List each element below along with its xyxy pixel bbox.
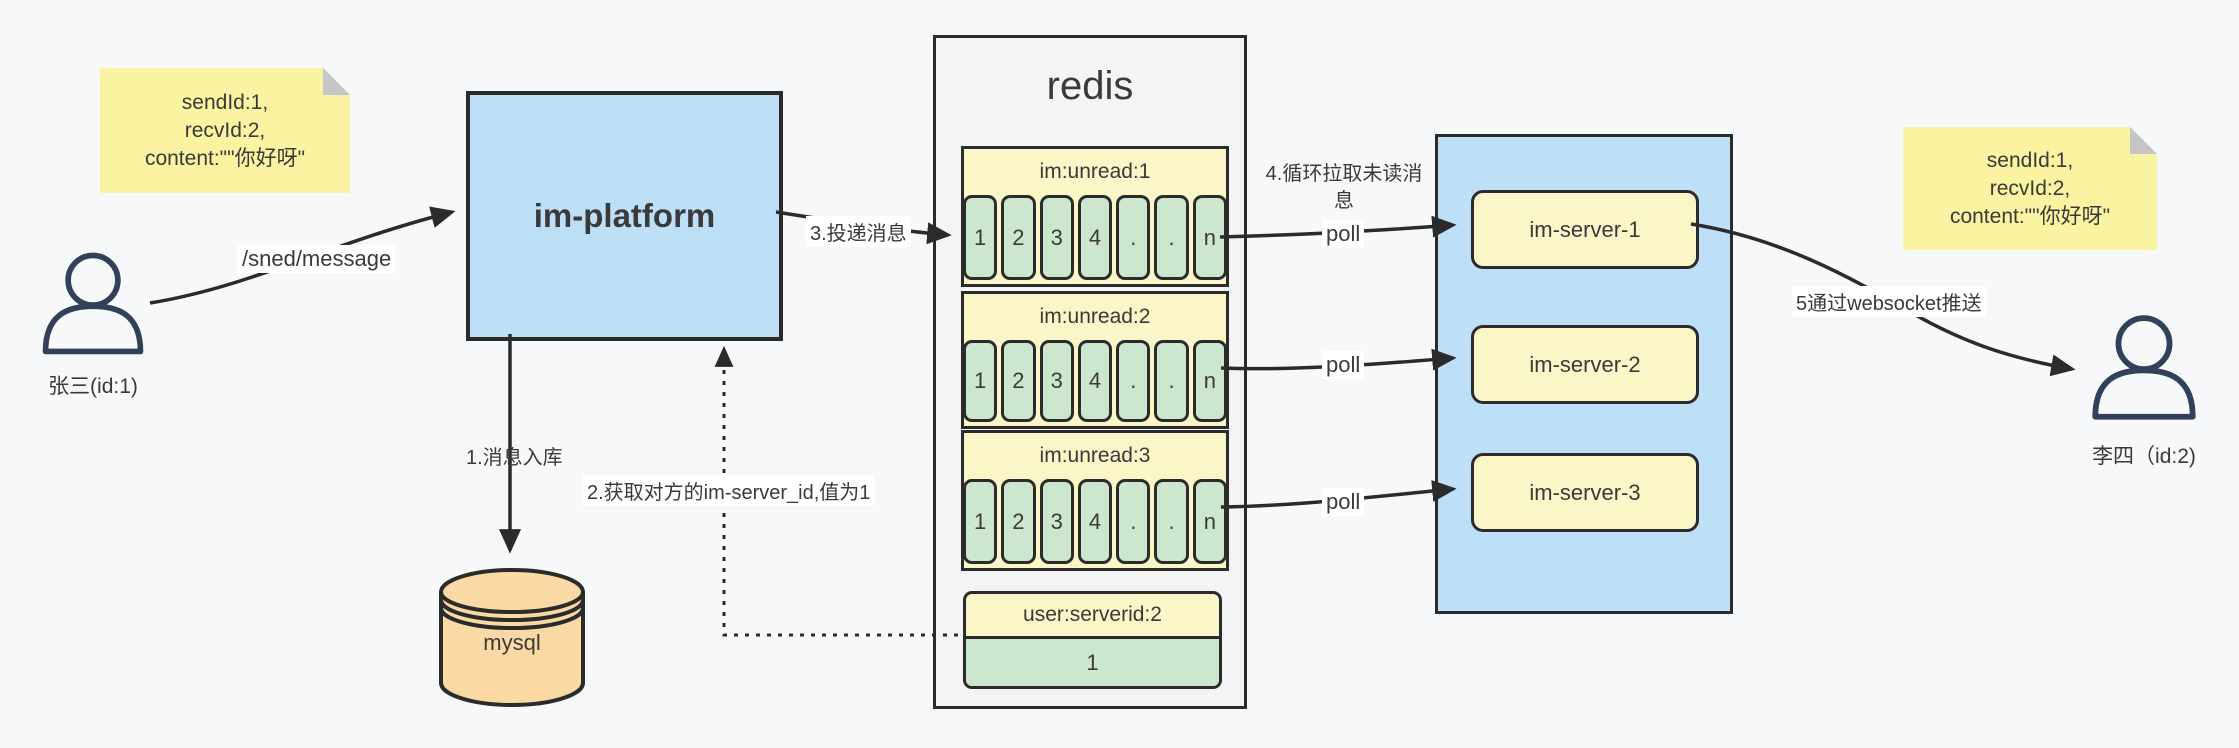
queue-cell: n	[1192, 340, 1227, 422]
queue-cell: 3	[1039, 195, 1074, 280]
queue-cell: .	[1154, 195, 1189, 280]
edge-label-step5: 5通过websocket推送	[1792, 286, 1986, 317]
edge-label-poll-2: poll	[1322, 351, 1365, 379]
queue-cells: 1 2 3 4 . . n	[963, 340, 1227, 422]
queue-cell: 2	[1001, 195, 1036, 280]
queue-cell: 4	[1077, 340, 1113, 422]
queue-cell: 3	[1039, 340, 1074, 422]
queue-cell: .	[1154, 340, 1189, 422]
queue-cell: 2	[1001, 340, 1036, 422]
queue-cell: 1	[963, 479, 998, 564]
receiver-label: 李四（id:2)	[2092, 445, 2196, 468]
queue-header: im:unread:2	[1039, 305, 1151, 328]
mysql-label: mysql	[483, 630, 541, 655]
im-server-label: im-server-2	[1529, 351, 1641, 377]
edge-label-poll-1: poll	[1322, 220, 1365, 248]
sticky-note-push: sendId:1, recvId:2, content:""你好呀"	[1903, 127, 2157, 250]
im-server-2-node: im-server-2	[1471, 325, 1699, 404]
queue-cell: 3	[1039, 479, 1074, 564]
queue-cell: 4	[1077, 195, 1113, 280]
note-fold-corner	[2130, 127, 2157, 154]
edge-label-step1: 1.消息入库	[466, 447, 563, 469]
kv-header: user:serverid:2	[1023, 603, 1162, 626]
redis-container: redis im:unread:1 1 2 3 4 . . n im:unrea…	[933, 35, 1247, 709]
note-line: recvId:2,	[1989, 176, 2071, 200]
receiver-user-icon	[2092, 315, 2196, 420]
im-server-label: im-server-3	[1529, 479, 1641, 505]
kv-value: 1	[966, 636, 1219, 686]
redis-queue-unread-2: im:unread:2 1 2 3 4 . . n	[961, 291, 1229, 429]
queue-header: im:unread:3	[1039, 444, 1151, 467]
im-server-3-node: im-server-3	[1471, 453, 1699, 532]
edge-label-send-message: /sned/message	[238, 245, 396, 273]
mysql-database-icon	[439, 567, 585, 708]
queue-cell: .	[1154, 479, 1189, 564]
queue-cell: .	[1116, 479, 1151, 564]
im-platform-node: im-platform	[466, 91, 783, 341]
edge-label-step2: 2.获取对方的im-server_id,值为1	[583, 475, 875, 506]
queue-cell: n	[1192, 479, 1227, 564]
redis-user-serverid-node: user:serverid:2 1	[963, 591, 1222, 689]
queue-cell: .	[1116, 340, 1151, 422]
sticky-note-request: sendId:1, recvId:2, content:""你好呀"	[100, 68, 350, 193]
note-line: sendId:1,	[1986, 148, 2074, 172]
im-server-1-node: im-server-1	[1471, 190, 1699, 269]
edge-label-poll-3: poll	[1322, 488, 1365, 516]
queue-header: im:unread:1	[1039, 160, 1151, 183]
note-line: content:""你好呀"	[1949, 204, 2111, 228]
redis-title: redis	[1046, 64, 1134, 108]
queue-cells: 1 2 3 4 . . n	[963, 195, 1227, 280]
queue-cell: 1	[963, 195, 998, 280]
edge-label-step3: 3.投递消息	[806, 216, 911, 247]
redis-queue-unread-3: im:unread:3 1 2 3 4 . . n	[961, 430, 1229, 571]
note-line: content:""你好呀"	[144, 146, 306, 170]
queue-cell: 2	[1001, 479, 1036, 564]
sender-label: 张三(id:1)	[48, 375, 138, 398]
queue-cell: n	[1192, 195, 1227, 280]
im-server-label: im-server-1	[1529, 216, 1641, 242]
queue-cell: 4	[1077, 479, 1113, 564]
im-server-cluster: im-server-1 im-server-2 im-server-3	[1435, 134, 1733, 614]
sender-user-icon	[42, 252, 144, 355]
redis-queue-unread-1: im:unread:1 1 2 3 4 . . n	[961, 146, 1229, 287]
im-platform-label: im-platform	[533, 197, 716, 234]
note-line: recvId:2,	[184, 118, 266, 142]
queue-cell: 1	[963, 340, 998, 422]
edge-label-step4: 4.循环拉取未读消息	[1265, 163, 1423, 212]
queue-cell: .	[1116, 195, 1151, 280]
note-line: sendId:1,	[181, 90, 269, 114]
note-fold-corner	[323, 68, 350, 95]
queue-cells: 1 2 3 4 . . n	[963, 479, 1227, 564]
